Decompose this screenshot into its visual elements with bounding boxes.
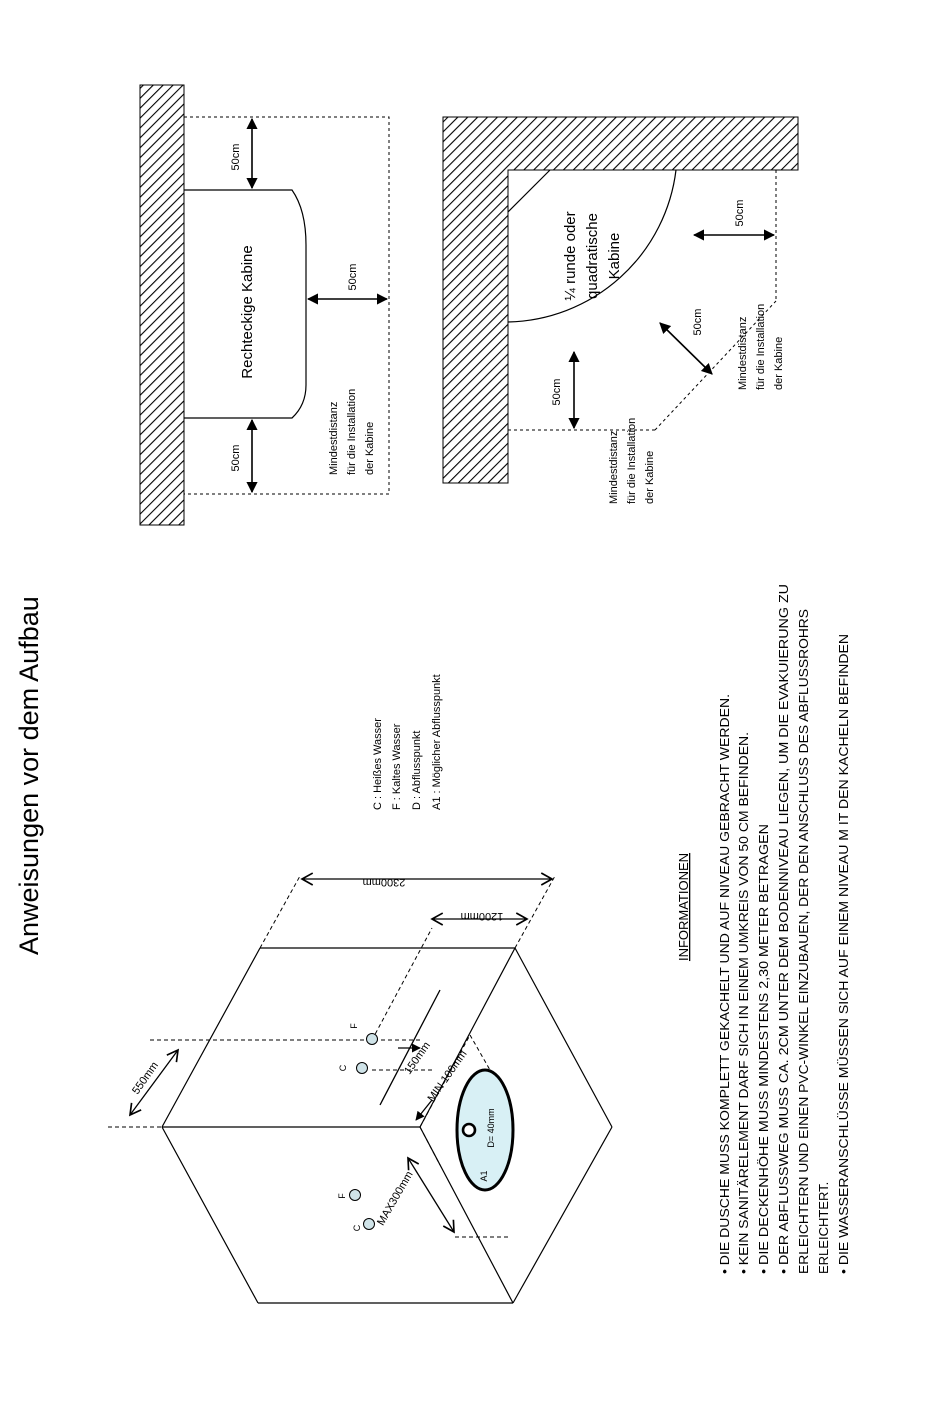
dim-max300-arrow xyxy=(407,1156,455,1234)
dim-left-label: 50cm xyxy=(551,379,563,406)
cold-water-connection xyxy=(366,1033,378,1045)
quarter-cabin-arc xyxy=(507,169,677,323)
info-line: • DIE DECKENHÖHE MUSS MINDESTENS 2,30 ME… xyxy=(756,824,771,1274)
page-title: Anweisungen vor dem Aufbau xyxy=(14,596,44,955)
info-line: ERLEICHTERN UND EINEN PVC-WINKEL EINZUBA… xyxy=(796,609,811,1274)
quarter-cabin-label-1: ¼ runde oder xyxy=(562,211,579,300)
cold-water-label: F xyxy=(349,1023,359,1029)
legend-possible-drain: A1 : Möglicher Abflusspunkt xyxy=(431,674,443,810)
info-line: • DER ABFLUSSWEG MUSS CA. 2CM UNTER DEM … xyxy=(776,584,791,1274)
dim-150-label: 150mm xyxy=(402,1040,433,1077)
note-line: Mindestdistanz xyxy=(737,317,749,390)
quarter-note-right: Mindestdistanz für die Installation der … xyxy=(737,304,785,390)
note-line: Mindestdistanz xyxy=(328,402,340,475)
cabin-chamfer xyxy=(507,169,551,213)
dim-2300-label: 2300mm xyxy=(363,876,406,888)
ext-line xyxy=(259,875,301,949)
cold-water-label-2: F xyxy=(337,1193,347,1199)
drain-diameter-label: D= 40mm xyxy=(486,1108,496,1147)
note-line: für die Installation xyxy=(626,418,638,504)
dim-diag-arrow xyxy=(659,322,713,375)
wall-hatch xyxy=(139,84,185,526)
wall-edge xyxy=(161,1126,259,1304)
legend-cold-water: F : Kaltes Wasser xyxy=(391,723,403,810)
rectangular-cabin-outline xyxy=(184,189,307,419)
ext-line xyxy=(514,875,556,949)
info-line: ERLEICHTERT. xyxy=(816,1182,831,1274)
note-line: der Kabine xyxy=(773,337,785,390)
ext-line xyxy=(371,927,433,1041)
info-line: • DIE WASSERANSCHLÜSSE MÜSSEN SICH AUF E… xyxy=(836,634,851,1274)
note-line: der Kabine xyxy=(644,451,656,504)
note-line: für die Installation xyxy=(346,389,358,475)
quarter-cabin-label-3: Kabine xyxy=(606,233,623,280)
info-heading: INFORMATIONEN xyxy=(676,853,691,961)
floor-edge xyxy=(419,1126,514,1304)
hot-water-connection-2 xyxy=(363,1218,375,1230)
dim-diag-label: 50cm xyxy=(692,309,704,336)
ext-line xyxy=(419,1034,471,1128)
dim-1200-label: 1200mm xyxy=(461,910,504,922)
legend-drain-point: D : Abflusspunkt xyxy=(411,731,423,811)
dim-front-label: 50cm xyxy=(347,264,359,291)
dim-max300-label: MAX300mm xyxy=(375,1169,416,1227)
dim-right-label: 50cm xyxy=(230,445,242,472)
dim-right-label: 50cm xyxy=(734,200,746,227)
note-line: Mindestdistanz xyxy=(608,431,620,504)
legend-hot-water: C : Heißes Wasser xyxy=(372,718,384,810)
rectangular-note: Mindestdistanz für die Installation der … xyxy=(328,389,376,475)
floor-edge xyxy=(419,947,516,1128)
hot-water-label: C xyxy=(338,1064,348,1071)
rectangular-cabin-label: Rechteckige Kabine xyxy=(239,245,256,378)
drain-tray xyxy=(455,1068,515,1192)
note-line: für die Installation xyxy=(755,304,767,390)
corner-wall-hatch xyxy=(442,116,799,484)
drain-point-circle xyxy=(461,1122,477,1138)
floor-edge xyxy=(512,1126,613,1304)
legend: C : Heißes Wasser F : Kaltes Wasser D : … xyxy=(372,674,443,810)
note-line: der Kabine xyxy=(364,422,376,475)
ext-line xyxy=(469,1034,491,1071)
hot-water-connection xyxy=(356,1062,368,1074)
dim-left-label: 50cm xyxy=(230,144,242,171)
info-line: • DIE DUSCHE MUSS KOMPLETT GEKACHELT UND… xyxy=(717,694,732,1274)
wall-edge xyxy=(161,947,261,1128)
dim-min100-arrow xyxy=(415,1099,433,1121)
cold-water-connection-2 xyxy=(349,1189,361,1201)
rectangular-cabin-diagram: Rechteckige Kabine 50cm 50cm 50cm Mindes… xyxy=(139,84,390,526)
information-block: INFORMATIONEN • DIE DUSCHE MUSS KOMPLETT… xyxy=(676,584,851,1274)
floor-edge xyxy=(514,947,613,1128)
a1-label: A1 xyxy=(479,1170,489,1181)
quarter-cabin-label-2: quadratische xyxy=(584,213,601,299)
info-line: • KEIN SANITÄRELEMENT DARF SICH IN EINEM… xyxy=(736,732,751,1274)
isometric-room-diagram: 2300mm 1200mm 550mm 150mm MIN 100mm MAX3… xyxy=(108,872,613,1304)
hot-water-label-2: C xyxy=(352,1224,362,1231)
quarter-cabin-diagram: ¼ runde oder quadratische Kabine 50cm 50… xyxy=(442,116,799,504)
dim-550-arrow xyxy=(128,1048,180,1117)
clearance-zone xyxy=(183,116,390,495)
quarter-note-left: Mindestdistanz für die Installation der … xyxy=(608,418,656,504)
